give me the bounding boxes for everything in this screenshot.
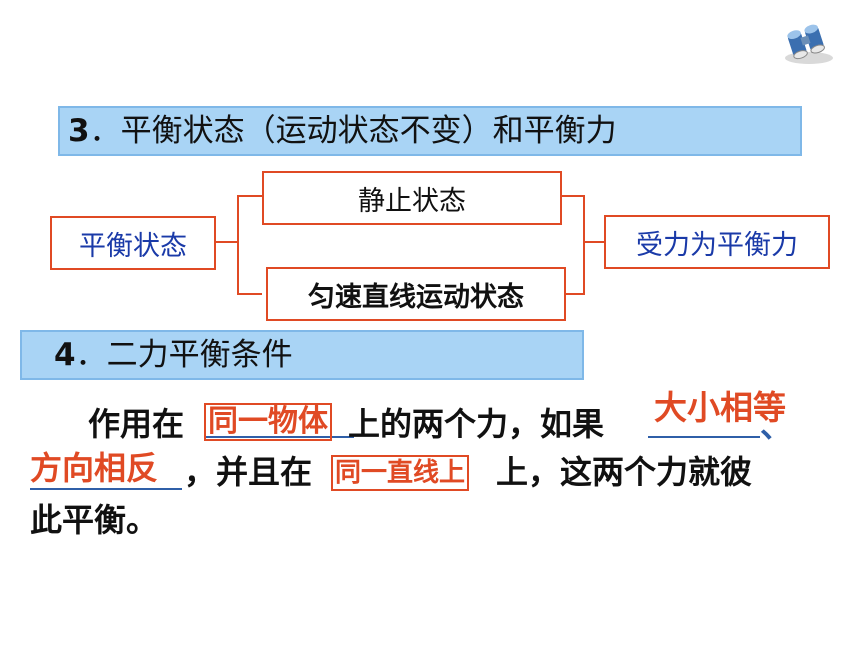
section3-number: 3 (68, 113, 90, 149)
section4-heading: 4．二力平衡条件 (20, 330, 584, 380)
separator-text: 、 (760, 407, 793, 445)
section4-title: ．二力平衡条件 (75, 337, 293, 373)
paragraph-line-2-cont: 上，这两个力就彼 (496, 448, 752, 496)
section4-number: 4 (54, 337, 76, 373)
blank-2 (648, 432, 760, 438)
answer-same-line: 同一直线上 (331, 455, 470, 491)
paragraph-text-3: ，并且在 (184, 453, 313, 491)
paragraph-line-1: 作用在 (88, 400, 184, 448)
diagram-box-balanced-forces-label: 受力为平衡力 (636, 229, 798, 261)
paragraph-line-3: 此平衡。 (30, 496, 158, 544)
answer-same-object-text: 同一物体 (208, 404, 328, 439)
diagram-box-static-state: 静止状态 (262, 171, 562, 225)
answer-same-object: 同一物体 (204, 403, 332, 441)
diagram-box-uniform-motion-state: 匀速直线运动状态 (266, 267, 566, 321)
blank-3 (30, 484, 182, 490)
diagram-box-uniform-motion-state-label: 匀速直线运动状态 (308, 281, 524, 313)
answer-same-line-text: 同一直线上 (335, 458, 466, 488)
section3-title: ．平衡状态（运动状态不变）和平衡力 (89, 113, 617, 149)
diagram-box-static-state-label: 静止状态 (358, 185, 466, 217)
answer-equal-magnitude-text: 大小相等 (654, 388, 786, 427)
separator: 、 (760, 402, 792, 450)
diagram-box-balanced-forces: 受力为平衡力 (604, 215, 830, 269)
binoculars-icon (776, 18, 838, 68)
answer-opposite-direction: 方向相反 (30, 448, 158, 488)
diagram-box-balance-state-label: 平衡状态 (79, 230, 187, 262)
section3-heading: 3．平衡状态（运动状态不变）和平衡力 (58, 106, 802, 156)
paragraph-line-2: ，并且在 (184, 448, 312, 496)
paragraph-line-1-cont: 上的两个力，如果 (348, 400, 604, 448)
diagram-box-balance-state: 平衡状态 (50, 216, 216, 270)
paragraph-text-5: 此平衡。 (30, 501, 159, 539)
paragraph-text-4: 上，这两个力就彼 (496, 453, 753, 491)
paragraph-text-1: 作用在 (88, 405, 185, 443)
answer-opposite-direction-text: 方向相反 (30, 449, 159, 487)
blank-1 (204, 432, 354, 438)
answer-equal-magnitude: 大小相等 (654, 388, 786, 428)
paragraph-text-2: 上的两个力，如果 (348, 405, 605, 443)
